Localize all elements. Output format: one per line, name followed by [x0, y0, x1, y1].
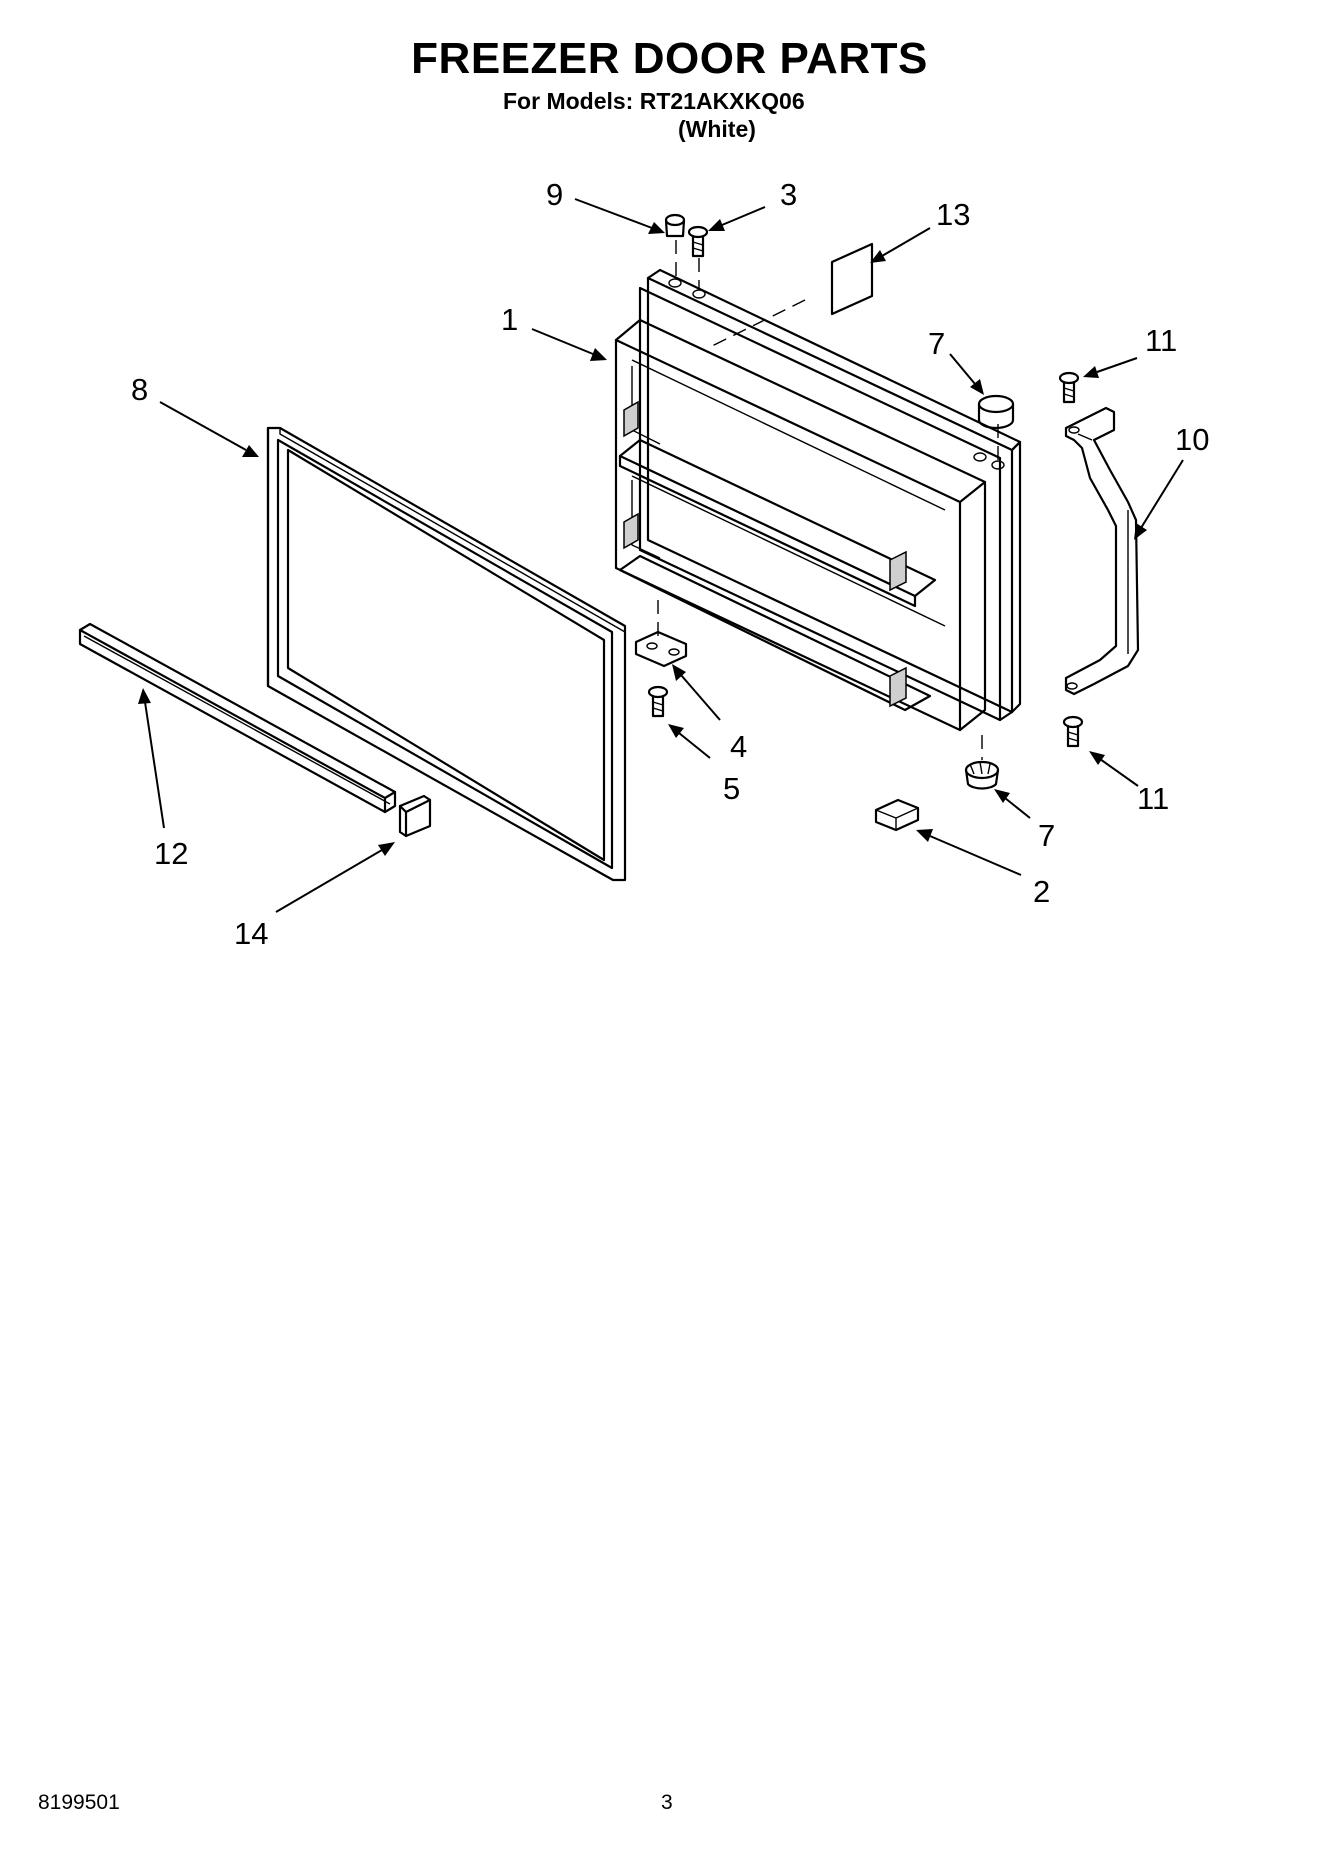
- bracket-part: [874, 798, 920, 832]
- callout-label: 7: [1038, 818, 1055, 853]
- callout-label: 11: [1145, 323, 1177, 358]
- label-part: [830, 242, 874, 316]
- callout-label: 12: [154, 836, 188, 871]
- hinge-screw-part: [647, 685, 669, 718]
- door-liner-part: [614, 268, 1022, 732]
- top-screw-part: [687, 225, 709, 258]
- callout-label: 1: [501, 302, 518, 337]
- handle-screw-top-part: [1058, 371, 1080, 404]
- callout-label: 5: [723, 771, 740, 806]
- handle-screw-bottom-part: [1062, 715, 1084, 748]
- leader-lines: [138, 198, 1184, 913]
- model-number: For Models: RT21AKXKQ06: [503, 88, 805, 114]
- page-title: FREEZER DOOR PARTS: [411, 34, 928, 83]
- hinge-plate-part: [634, 630, 688, 668]
- document-code: 8199501: [38, 1791, 120, 1814]
- callout-label: 10: [1175, 422, 1209, 457]
- callout-label: 9: [546, 177, 563, 212]
- callout-label: 14: [234, 916, 268, 951]
- callout-label: 11: [1137, 781, 1169, 816]
- trim-strip-part: [78, 622, 397, 814]
- hinge-bushing-bottom-part: [964, 760, 1000, 790]
- model-color: (White): [678, 116, 756, 142]
- callout-label: 8: [131, 372, 148, 407]
- hinge-bushing-top-part: [977, 394, 1015, 430]
- callout-label: 3: [780, 177, 797, 212]
- clip-part: [398, 794, 432, 838]
- door-gasket-part: [266, 426, 627, 882]
- callout-label: 7: [928, 326, 945, 361]
- callout-labels: 9 3 13 1 7 11 8 10 4 5 12 11 7 2 14: [131, 177, 1209, 951]
- page-number: 3: [661, 1791, 673, 1814]
- door-handle-part: [1064, 406, 1140, 696]
- callout-label: 4: [730, 729, 747, 764]
- callout-label: 2: [1033, 874, 1050, 909]
- plug-part: [664, 213, 686, 238]
- callout-label: 13: [936, 197, 970, 232]
- assembly-guides: [657, 240, 999, 760]
